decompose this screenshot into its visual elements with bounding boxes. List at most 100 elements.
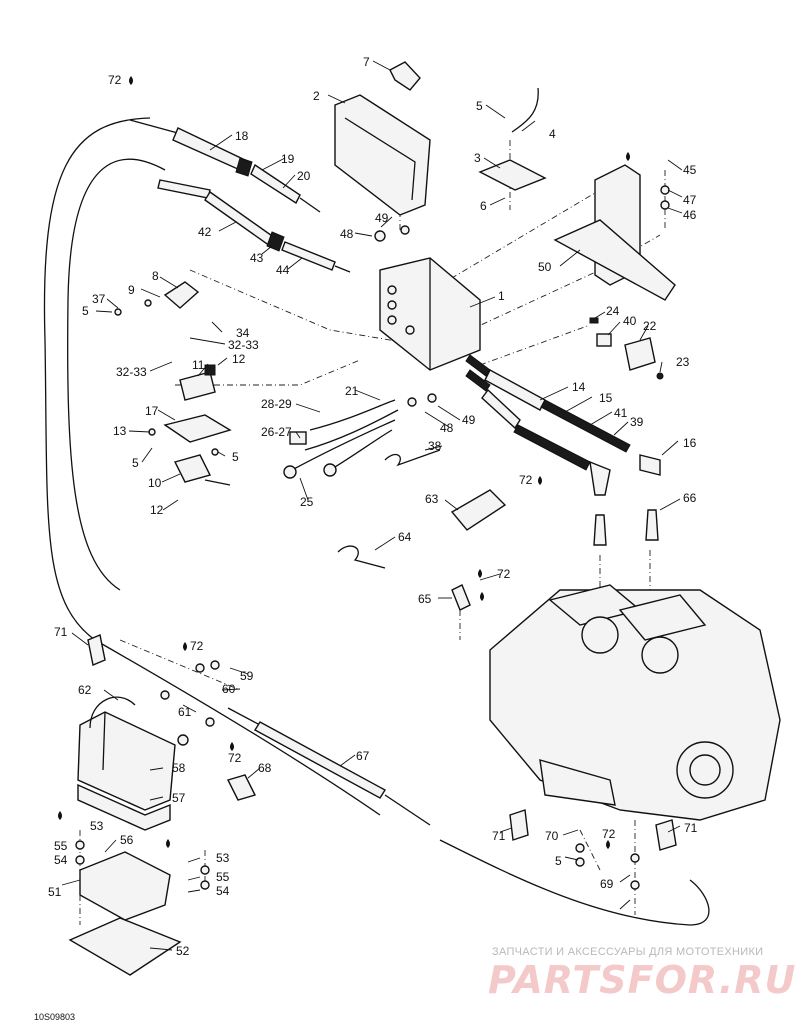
bracket-part-7: [389, 61, 421, 91]
callout-21: 21: [345, 384, 359, 398]
callout-35: 38: [428, 439, 442, 453]
screw-part-23: [656, 372, 664, 380]
housing-part-1: [379, 257, 481, 371]
callout-5-b: 5: [82, 304, 89, 318]
guide-line-12: [119, 639, 241, 691]
callout-56: 59: [240, 669, 254, 683]
ignition-leads: [465, 354, 661, 496]
callout-17: 17: [145, 404, 159, 418]
engine-block: [489, 584, 781, 821]
callout-53: 56: [120, 833, 134, 847]
terminal-cover-part-68-b: [509, 809, 529, 841]
watermark-brand: PARTSFOR.RU: [488, 958, 796, 1002]
ground-wire-part-4: [511, 87, 539, 133]
callout-22: 22: [643, 319, 657, 333]
callout-44: 47: [683, 193, 697, 207]
callout-69-f: 72: [602, 827, 616, 841]
callout-65: 68: [258, 761, 272, 775]
callout-50-a: 53: [90, 819, 104, 833]
spark-plug-pair: [593, 509, 659, 546]
drop-icon: [538, 476, 542, 485]
plate-part-49: [68, 917, 182, 976]
callout-3: 3: [474, 151, 481, 165]
callout-51-b: 54: [216, 884, 230, 898]
callout-34: 37: [92, 292, 106, 306]
callout-59: 62: [78, 683, 92, 697]
guide-line-2: [175, 359, 361, 386]
guide-line-5: [479, 324, 591, 366]
callout-32-33: 32-33: [116, 365, 147, 379]
guide-line-3: [439, 189, 601, 286]
callout-25: 25: [300, 495, 314, 509]
plate-part-3: [478, 159, 547, 191]
callout-49: 52: [176, 944, 190, 958]
callout-69-c: 72: [497, 567, 511, 581]
callout-26-27: 26-27: [261, 425, 292, 439]
switch-part-8: [163, 281, 200, 309]
drop-icon: [230, 742, 234, 751]
callout-63: 66: [683, 491, 697, 505]
clip-part-24: [589, 317, 599, 324]
callout-67: 70: [545, 829, 559, 843]
bracket-part-17: [163, 414, 232, 443]
hardware-fasteners: [75, 185, 670, 890]
ground-cable-loop: [439, 839, 710, 926]
callout-41: 44: [276, 263, 290, 277]
callout-7: 7: [363, 55, 370, 69]
throttle-cable-assembly: [129, 119, 321, 213]
callout-69-d: 72: [190, 639, 204, 653]
callout-37: 40: [623, 314, 637, 328]
callout-68-b: 71: [492, 829, 506, 843]
callout-28-29: 28-29: [261, 397, 292, 411]
callout-45-b: 48: [440, 421, 454, 435]
callout-11: 11: [192, 358, 205, 372]
bracket-part-60: [450, 489, 507, 531]
terminal-cover-part-65: [226, 774, 257, 801]
callout-66: 69: [600, 877, 614, 891]
throttle-cable-outline: [43, 117, 381, 816]
wiring-harness-part-21: [283, 399, 399, 479]
battery-strap-part-59: [89, 696, 136, 729]
callout-13: 13: [113, 424, 127, 438]
callout-42: 45: [683, 163, 697, 177]
callout-54: 57: [172, 791, 186, 805]
callout-15: 15: [599, 391, 613, 405]
callout-52-b: 55: [216, 870, 230, 884]
callout-60: 63: [425, 492, 439, 506]
callout-39: 42: [198, 225, 212, 239]
callout-12-b: 12: [150, 503, 164, 517]
callout-46-b: 49: [462, 413, 476, 427]
callout-19: 19: [281, 152, 295, 166]
callout-6: 6: [480, 199, 487, 213]
callout-14: 14: [572, 380, 586, 394]
callout-57: 60: [222, 682, 236, 696]
leader-lines: [61, 60, 683, 951]
callout-10: 10: [148, 476, 162, 490]
callout-58: 61: [178, 705, 192, 719]
figure-code: 10S09803: [34, 1012, 75, 1022]
callout-31: 34: [236, 326, 250, 340]
callout-50-b: 53: [216, 851, 230, 865]
callout-30: 32-33: [228, 338, 259, 352]
callout-5-a: 5: [476, 99, 483, 113]
callout-38: 41: [614, 406, 628, 420]
connector-part-22: [624, 337, 656, 371]
tie-wrap-part-61: [337, 545, 386, 569]
drop-icon: [606, 840, 610, 849]
callout-68-a: 71: [54, 625, 68, 639]
callout-1: 1: [498, 289, 505, 303]
callout-12-a: 12: [232, 352, 246, 366]
callout-5-e: 5: [555, 854, 562, 868]
drop-icon: [183, 642, 187, 651]
callout-68-c: 71: [684, 821, 698, 835]
guide-line-13: [579, 829, 601, 871]
switch-part-11: [179, 364, 216, 401]
callout-62: 65: [418, 592, 432, 606]
callout-46-a: 49: [375, 211, 389, 225]
callout-69-a: 72: [108, 73, 122, 87]
bracket-part-47: [553, 164, 676, 301]
callout-45-a: 48: [340, 227, 354, 241]
drop-icon: [480, 592, 484, 601]
callout-5-c: 5: [132, 456, 139, 470]
